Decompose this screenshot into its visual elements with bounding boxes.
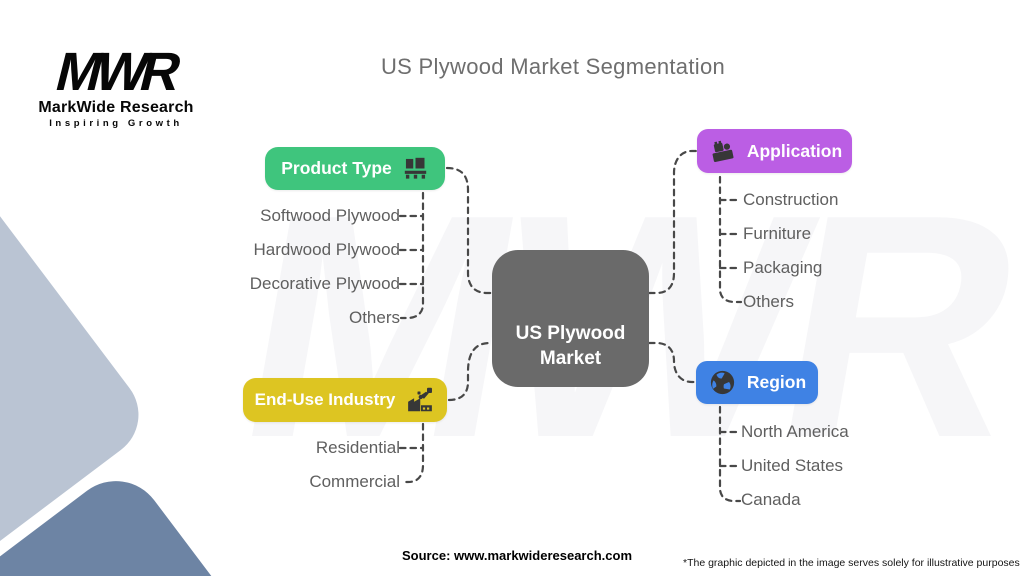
branch-pill-application: Application — [697, 129, 852, 173]
list-item: United States — [741, 456, 844, 475]
branch-items-end-use-industry: Residential Commercial — [160, 431, 400, 499]
list-item: Canada — [741, 490, 801, 509]
branch-items-region: North America United States Canada — [741, 415, 971, 517]
stacked-blocks-icon — [707, 136, 737, 166]
branch-pill-end-use-industry: End-Use Industry — [243, 378, 447, 422]
branch-pill-product-type-label: Product Type — [281, 158, 392, 178]
logo: MWR MarkWide Research Inspiring Growth — [30, 42, 202, 129]
branch-pill-region-label: Region — [746, 372, 807, 392]
disclaimer-text: *The graphic depicted in the image serve… — [683, 557, 1020, 569]
central-node-label-line1: US Plywood — [515, 323, 626, 344]
central-node: US Plywood Market — [492, 250, 649, 387]
branch-pill-product-type: Product Type — [265, 147, 445, 190]
list-item: Packaging — [743, 258, 823, 277]
central-node-label-line2: Market — [539, 348, 602, 369]
logo-name: MarkWide Research — [38, 99, 194, 116]
branch-items-product-type: Softwood Plywood Hardwood Plywood Decora… — [120, 199, 400, 335]
page-title: US Plywood Market Segmentation — [380, 54, 726, 79]
branch-pill-application-label: Application — [746, 140, 843, 161]
source-text: Source: www.markwideresearch.com — [402, 548, 633, 563]
list-item: Construction — [743, 190, 839, 209]
globe-icon — [708, 368, 737, 397]
list-item: North America — [741, 422, 849, 441]
list-item: Softwood Plywood — [260, 206, 400, 225]
branch-pill-end-use-industry-label: End-Use Industry — [254, 390, 396, 409]
list-item: Decorative Plywood — [249, 274, 400, 293]
list-item: Others — [348, 308, 400, 327]
list-item: Hardwood Plywood — [253, 240, 400, 259]
list-item: Furniture — [743, 224, 812, 243]
list-item: Residential — [315, 438, 400, 457]
logo-tagline: Inspiring Growth — [49, 118, 183, 129]
branch-items-application: Construction Furniture Packaging Others — [743, 183, 973, 319]
factory-icon — [405, 385, 435, 415]
list-item: Commercial — [309, 472, 400, 491]
branch-pill-region: Region — [696, 361, 818, 404]
pallet-boxes-icon — [402, 155, 429, 182]
list-item: Others — [743, 292, 795, 311]
